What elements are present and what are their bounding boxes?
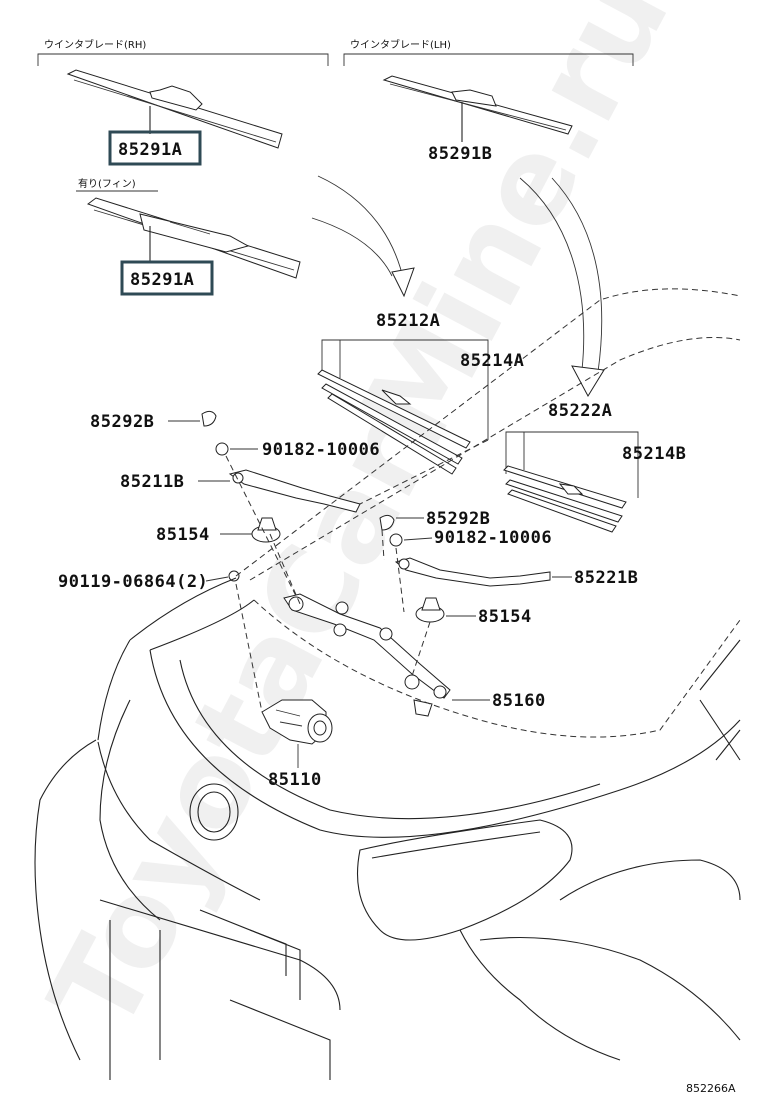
leader-90182-right xyxy=(403,537,433,541)
arrow-to-85212a xyxy=(311,175,415,298)
diagram-id: 852266A xyxy=(686,1082,736,1095)
part-label-85160[interactable]: 85160 xyxy=(492,691,546,711)
nut-90182-right xyxy=(389,533,403,547)
wiper-arm-lh xyxy=(394,557,551,587)
bracket-85222a xyxy=(505,431,639,498)
arrow-to-85222a xyxy=(519,177,605,398)
part-label-85222a[interactable]: 85222A xyxy=(548,401,612,421)
part-label-90182-left[interactable]: 90182-10006 xyxy=(262,440,380,460)
part-label-85211b[interactable]: 85211B xyxy=(120,472,184,492)
part-label-90182-right[interactable]: 90182-10006 xyxy=(434,528,552,548)
header-bracket-lh xyxy=(343,53,634,66)
cap-85292b-left xyxy=(201,410,217,427)
nut-90182-left xyxy=(215,442,229,456)
part-label-85214a[interactable]: 85214A xyxy=(460,351,524,371)
part-label-85291b[interactable]: 85291B xyxy=(428,144,492,164)
leader-90119 xyxy=(205,576,229,582)
header-lh: ウインタブレード(LH) xyxy=(350,38,451,51)
part-label-90119[interactable]: 90119-06864(2) xyxy=(58,572,208,592)
part-label-85291a-top[interactable]: 85291A xyxy=(118,140,182,160)
wiper-link-assembly xyxy=(283,593,451,717)
header-bracket-rh xyxy=(37,53,329,66)
part-label-85291a-fin[interactable]: 85291A xyxy=(130,270,194,290)
pivot-cap-85154-left xyxy=(251,517,281,543)
part-label-85154-left[interactable]: 85154 xyxy=(156,525,210,545)
part-label-85110[interactable]: 85110 xyxy=(268,770,322,790)
wiper-motor xyxy=(261,699,333,745)
cap-85292b-right xyxy=(379,514,395,531)
part-label-85154-right[interactable]: 85154 xyxy=(478,607,532,627)
wiper-blade-rh xyxy=(66,69,283,149)
wiper-blade-lh xyxy=(382,75,573,142)
wiper-blade-rh-fin xyxy=(86,197,301,279)
header-rh: ウインタブレード(RH) xyxy=(44,38,146,51)
part-label-85212a[interactable]: 85212A xyxy=(376,311,440,331)
wiper-rubber-lh xyxy=(503,465,627,533)
part-label-85292b-left[interactable]: 85292B xyxy=(90,412,154,432)
header-fin: 有り(フィン) xyxy=(78,177,136,190)
bracket-85212a xyxy=(321,339,489,440)
vehicle-body-outline xyxy=(34,288,741,1080)
highlight-85291a-fin xyxy=(120,260,214,296)
pivot-cap-85154-right xyxy=(415,597,445,623)
wiper-rubber-rh xyxy=(317,369,471,475)
highlight-85291a-top xyxy=(108,130,202,166)
part-label-85221b[interactable]: 85221B xyxy=(574,568,638,588)
part-label-85292b-right[interactable]: 85292B xyxy=(426,509,490,529)
bolt-90119 xyxy=(228,570,240,582)
part-label-85214b[interactable]: 85214B xyxy=(622,444,686,464)
